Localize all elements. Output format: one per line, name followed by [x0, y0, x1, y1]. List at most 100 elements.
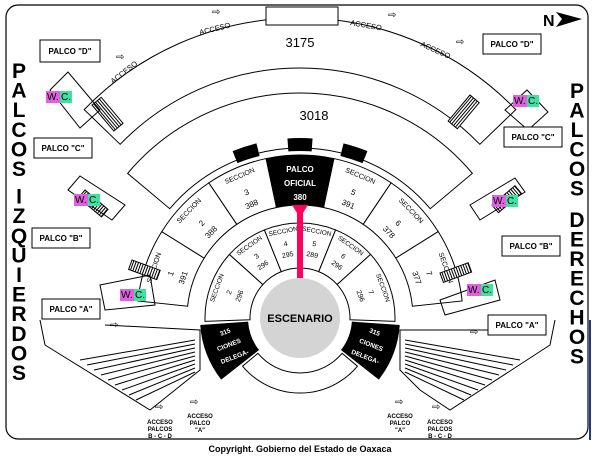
restroom-wc[interactable]: W.C. — [74, 194, 100, 206]
section-num: 4 — [283, 241, 288, 249]
section-capacity: 289 — [306, 251, 319, 260]
svg-text:"A": "A" — [395, 428, 405, 434]
palco-d-right[interactable]: PALCO "D" — [482, 33, 542, 55]
section-num: 5 — [312, 241, 317, 249]
delegaciones-left[interactable] — [200, 321, 260, 380]
restroom-wc[interactable]: W.C. — [467, 284, 493, 296]
wc-block-left-b[interactable] — [99, 274, 156, 311]
palcos-izquierdos-letter: U — [11, 244, 26, 267]
palcos-izquierdos-letter: L — [13, 99, 26, 122]
palcos-izquierdos-letter: E — [12, 284, 26, 307]
palco-a-left[interactable]: PALCO "A" — [41, 298, 101, 320]
palco-label: PALCO "D" — [49, 47, 92, 56]
section-num: 1 — [166, 270, 176, 278]
lower-section-7[interactable] — [336, 253, 396, 322]
palcos-izquierdos-letter: O — [11, 342, 27, 365]
svg-text:PALCOS: PALCOS — [148, 427, 173, 433]
map-frame — [5, 4, 589, 440]
palcos-derechos-letter: S — [570, 346, 584, 369]
stairs-left-b — [127, 259, 161, 281]
palcos-izquierdos-letter: S — [12, 158, 26, 181]
access-arrow-icon: ⇨ — [212, 7, 220, 18]
camera-booth — [287, 138, 313, 152]
stage[interactable] — [260, 278, 340, 358]
wc-block-left-c[interactable] — [67, 175, 126, 221]
stairs-right-b — [439, 262, 473, 284]
access-arrow-icon: ⇨ — [470, 327, 478, 338]
palco-label: PALCO "C" — [42, 144, 85, 153]
palcos-derechos-letter: O — [569, 326, 585, 349]
palcos-derechos-letter: C — [569, 287, 584, 310]
palco-a-right[interactable]: PALCO "A" — [487, 314, 547, 336]
section-num: 6 — [393, 219, 403, 229]
access-arrow-icon: ⇨ — [190, 397, 198, 408]
wc-block-right-c[interactable] — [469, 177, 526, 221]
svg-text:ACCESO: ACCESO — [427, 420, 453, 426]
camera-booth — [340, 143, 368, 164]
palcos-izquierdos-letter: A — [11, 80, 26, 103]
palcos-derechos-letter: S — [570, 178, 584, 201]
upper-section-7[interactable] — [395, 230, 463, 307]
section-num: 3 — [254, 253, 261, 261]
palco-c-left[interactable]: PALCO "C" — [33, 137, 93, 159]
palcos-izquierdos-letter: D — [11, 323, 26, 346]
outer-ring-capacity: 3175 — [286, 35, 315, 50]
north-arrow-icon — [556, 12, 582, 27]
palco-b-left[interactable]: PALCO "B" — [31, 227, 91, 249]
palco-a-left-seating[interactable] — [39, 319, 201, 411]
svg-text:ACCESO: ACCESO — [387, 414, 413, 420]
section-num: 2 — [197, 218, 207, 228]
wc-label-w: W. — [493, 196, 505, 207]
palcos-izquierdos-letter: Z — [13, 205, 26, 228]
palco-a-right-seating[interactable] — [399, 319, 556, 411]
palcos-derechos-letter: C — [569, 139, 584, 162]
restroom-wc[interactable]: W.C. — [513, 95, 539, 107]
section-num: 5 — [349, 187, 357, 197]
palco-label: PALCO "C" — [512, 133, 555, 142]
delegaciones-capacity: 315 — [219, 327, 232, 338]
svg-text:PALCOS: PALCOS — [428, 427, 453, 433]
delegaciones-capacity: 315 — [368, 327, 381, 338]
palcos-izquierdos-letter: I — [16, 186, 22, 209]
palcos-derechos-letter: L — [571, 119, 584, 142]
access-arrow-icon: ⇨ — [388, 10, 396, 21]
svg-text:B - C - D: B - C - D — [148, 434, 172, 440]
stairs-left-d — [91, 96, 124, 132]
wc-block-left-d[interactable] — [49, 71, 101, 129]
outer-ring-3175[interactable] — [83, 17, 517, 146]
section-num: 7 — [424, 270, 434, 278]
wc-label-w: W. — [121, 290, 133, 301]
wc-label-c: C. — [135, 290, 145, 301]
wc-label-c: C. — [507, 196, 517, 207]
section-num: 7 — [366, 289, 374, 295]
section-num: 2 — [226, 289, 234, 295]
palco-oficial[interactable] — [265, 154, 335, 209]
wc-label-w: W. — [468, 285, 480, 296]
palcos-derechos-letter: O — [569, 158, 585, 181]
restroom-wc[interactable]: W.C. — [492, 195, 518, 207]
section-num: 3 — [243, 187, 251, 197]
section-num: 6 — [339, 253, 346, 261]
palcos-derechos-letter: E — [570, 229, 584, 252]
access-arrow-icon: ⇨ — [456, 37, 464, 48]
copyright: Copyright. Gobierno del Estado de Oaxaca — [208, 444, 392, 454]
wc-label-c: C. — [61, 92, 71, 103]
palco-oficial-passage — [292, 205, 308, 278]
svg-text:B - C - D: B - C - D — [428, 434, 452, 440]
palco-b-right[interactable]: PALCO "B" — [501, 235, 561, 257]
wc-label-w: W. — [47, 92, 59, 103]
restroom-wc[interactable]: W.C. — [120, 289, 146, 301]
palco-d-left[interactable]: PALCO "D" — [39, 39, 101, 63]
delegaciones-right[interactable] — [340, 321, 400, 380]
access-arrow-icon: ⇨ — [110, 320, 118, 331]
camera-booth — [232, 143, 260, 164]
svg-text:ACCESO: ACCESO — [147, 420, 173, 426]
wc-label-c: C. — [528, 96, 538, 107]
palco-c-right[interactable]: PALCO "C" — [503, 126, 563, 148]
restroom-wc[interactable]: W.C. — [46, 91, 72, 103]
svg-text:"A": "A" — [195, 428, 205, 434]
